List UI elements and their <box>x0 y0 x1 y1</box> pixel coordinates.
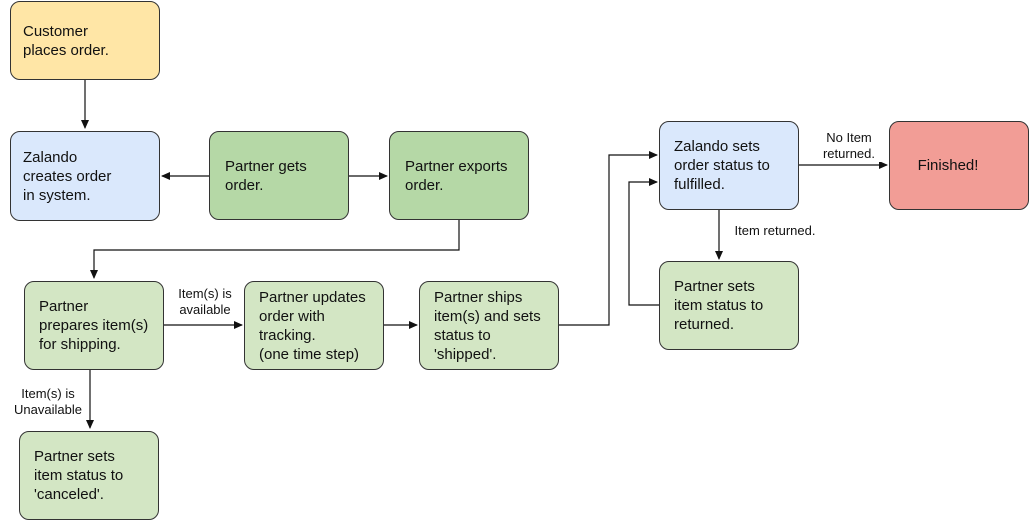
edge-label-no-item-returned: No Item returned. <box>816 130 882 162</box>
node-label: Partner gets order. <box>225 157 307 194</box>
node-label: Partner prepares item(s) for shipping. <box>39 298 149 353</box>
node-label: Customer places order. <box>23 22 109 59</box>
edge-returned-to-fulfilled <box>628 178 659 306</box>
node-label: Partner updates order with tracking. (on… <box>259 288 366 363</box>
node-label: Partner ships item(s) and sets status to… <box>434 288 541 363</box>
node-partner-sets-canceled: Partner sets item status to 'canceled'. <box>19 431 159 520</box>
edge-label-items-available: Item(s) is available <box>172 286 238 318</box>
node-partner-ships-items: Partner ships item(s) and sets status to… <box>419 281 559 370</box>
node-finished: Finished! <box>889 121 1029 210</box>
node-partner-updates-order: Partner updates order with tracking. (on… <box>244 281 384 370</box>
node-label: Finished! <box>917 157 979 174</box>
edge-exports-to-prepares <box>90 220 460 279</box>
edge-ships-to-fulfilled <box>559 151 658 326</box>
node-zalando-sets-fulfilled: Zalando sets order status to fulfilled. <box>659 121 799 210</box>
node-partner-prepares-items: Partner prepares item(s) for shipping. <box>24 281 164 370</box>
edge-label-item-returned: Item returned. <box>727 223 823 239</box>
edge-label-items-unavailable: Item(s) is Unavailable <box>8 386 88 418</box>
node-label: Zalando creates order in system. <box>23 148 112 204</box>
node-zalando-creates-order: Zalando creates order in system. <box>10 131 160 221</box>
node-label: Partner sets item status to 'canceled'. <box>34 448 124 503</box>
node-label: Zalando sets order status to fulfilled. <box>674 138 770 193</box>
node-partner-exports-order: Partner exports order. <box>389 131 529 220</box>
node-label: Partner exports order. <box>405 157 508 194</box>
node-partner-sets-returned: Partner sets item status to returned. <box>659 261 799 350</box>
node-customer-places-order: Customer places order. <box>10 1 160 80</box>
node-partner-gets-order: Partner gets order. <box>209 131 349 220</box>
node-label: Partner sets item status to returned. <box>674 278 764 333</box>
